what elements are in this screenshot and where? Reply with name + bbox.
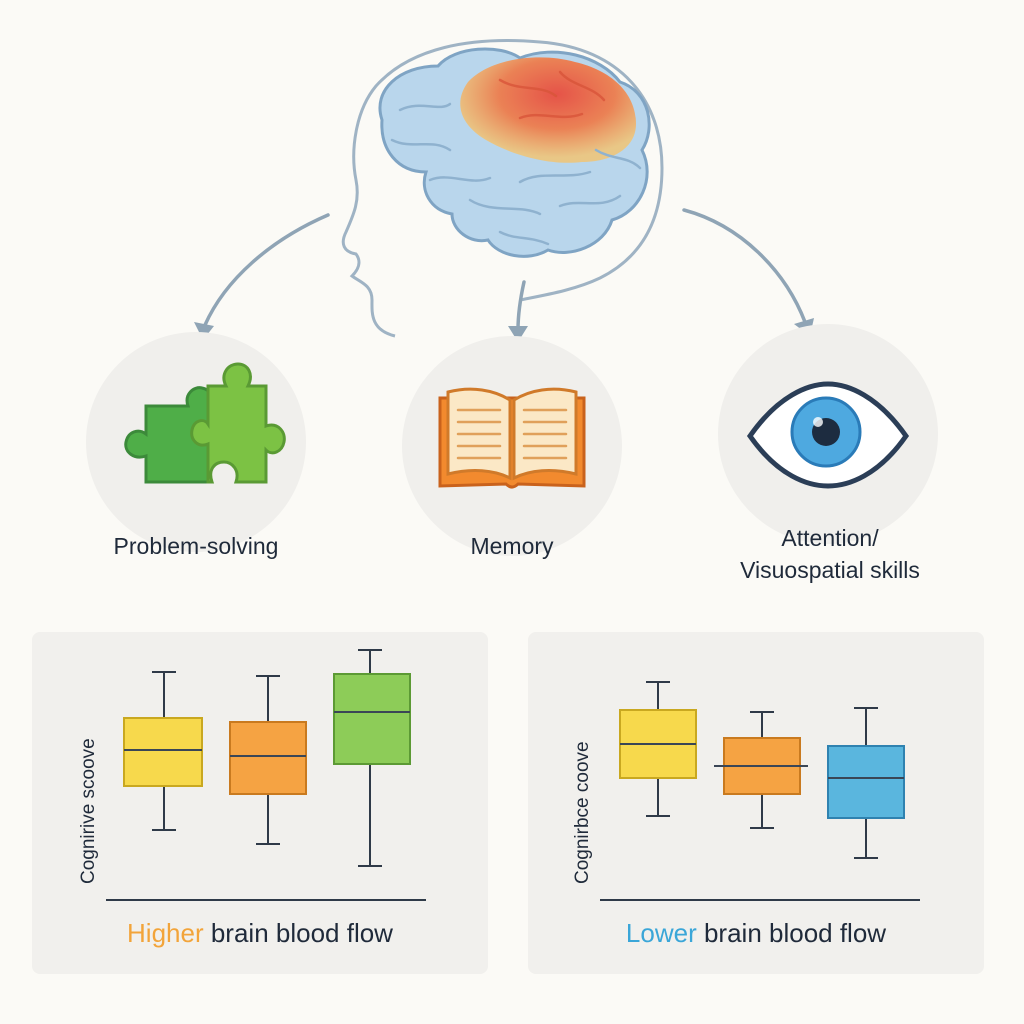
box-blue — [827, 745, 905, 819]
panel-title: Lower brain blood flow — [528, 918, 984, 949]
y-axis-label: Cognirbce coove — [572, 741, 593, 884]
memory-badge — [402, 336, 622, 556]
higher-flow-panel: Cognirive scoove Higher brain blood flow — [32, 632, 488, 974]
title-accent: Higher — [127, 918, 204, 948]
skill-label-attention: Attention/ Visuospatial skills — [700, 522, 960, 586]
book-icon — [438, 387, 586, 489]
panel-title: Higher brain blood flow — [32, 918, 488, 949]
lower-flow-panel: Cognirbce coove Lower brain blood flow — [528, 632, 984, 974]
title-rest: brain blood flow — [696, 918, 887, 948]
skill-label-attention-line1: Attention/ — [781, 525, 879, 551]
attention-badge — [718, 324, 938, 544]
arrow-left — [203, 213, 330, 327]
skill-label-memory: Memory — [470, 533, 554, 559]
skill-label-problem-solving: Problem-solving — [113, 533, 279, 559]
problem-solving-badge — [86, 332, 306, 552]
arrow-right — [682, 208, 807, 324]
brain-head-illustration — [194, 39, 814, 342]
puzzle-icon — [124, 362, 286, 484]
arrow-middle — [516, 280, 526, 332]
box-green — [333, 673, 411, 765]
brain-icon — [378, 47, 651, 258]
head-outline — [341, 39, 664, 338]
higher-boxplot-chart — [106, 649, 426, 901]
box-yellow — [123, 717, 203, 787]
y-axis-label: Cognirive scoove — [78, 738, 99, 884]
eye-icon — [746, 381, 910, 489]
skill-label-attention-line2: Visuospatial skills — [740, 557, 920, 583]
box-orange — [229, 721, 307, 795]
title-accent: Lower — [625, 918, 697, 948]
title-rest: brain blood flow — [203, 918, 393, 948]
lower-boxplot-chart — [600, 681, 920, 901]
